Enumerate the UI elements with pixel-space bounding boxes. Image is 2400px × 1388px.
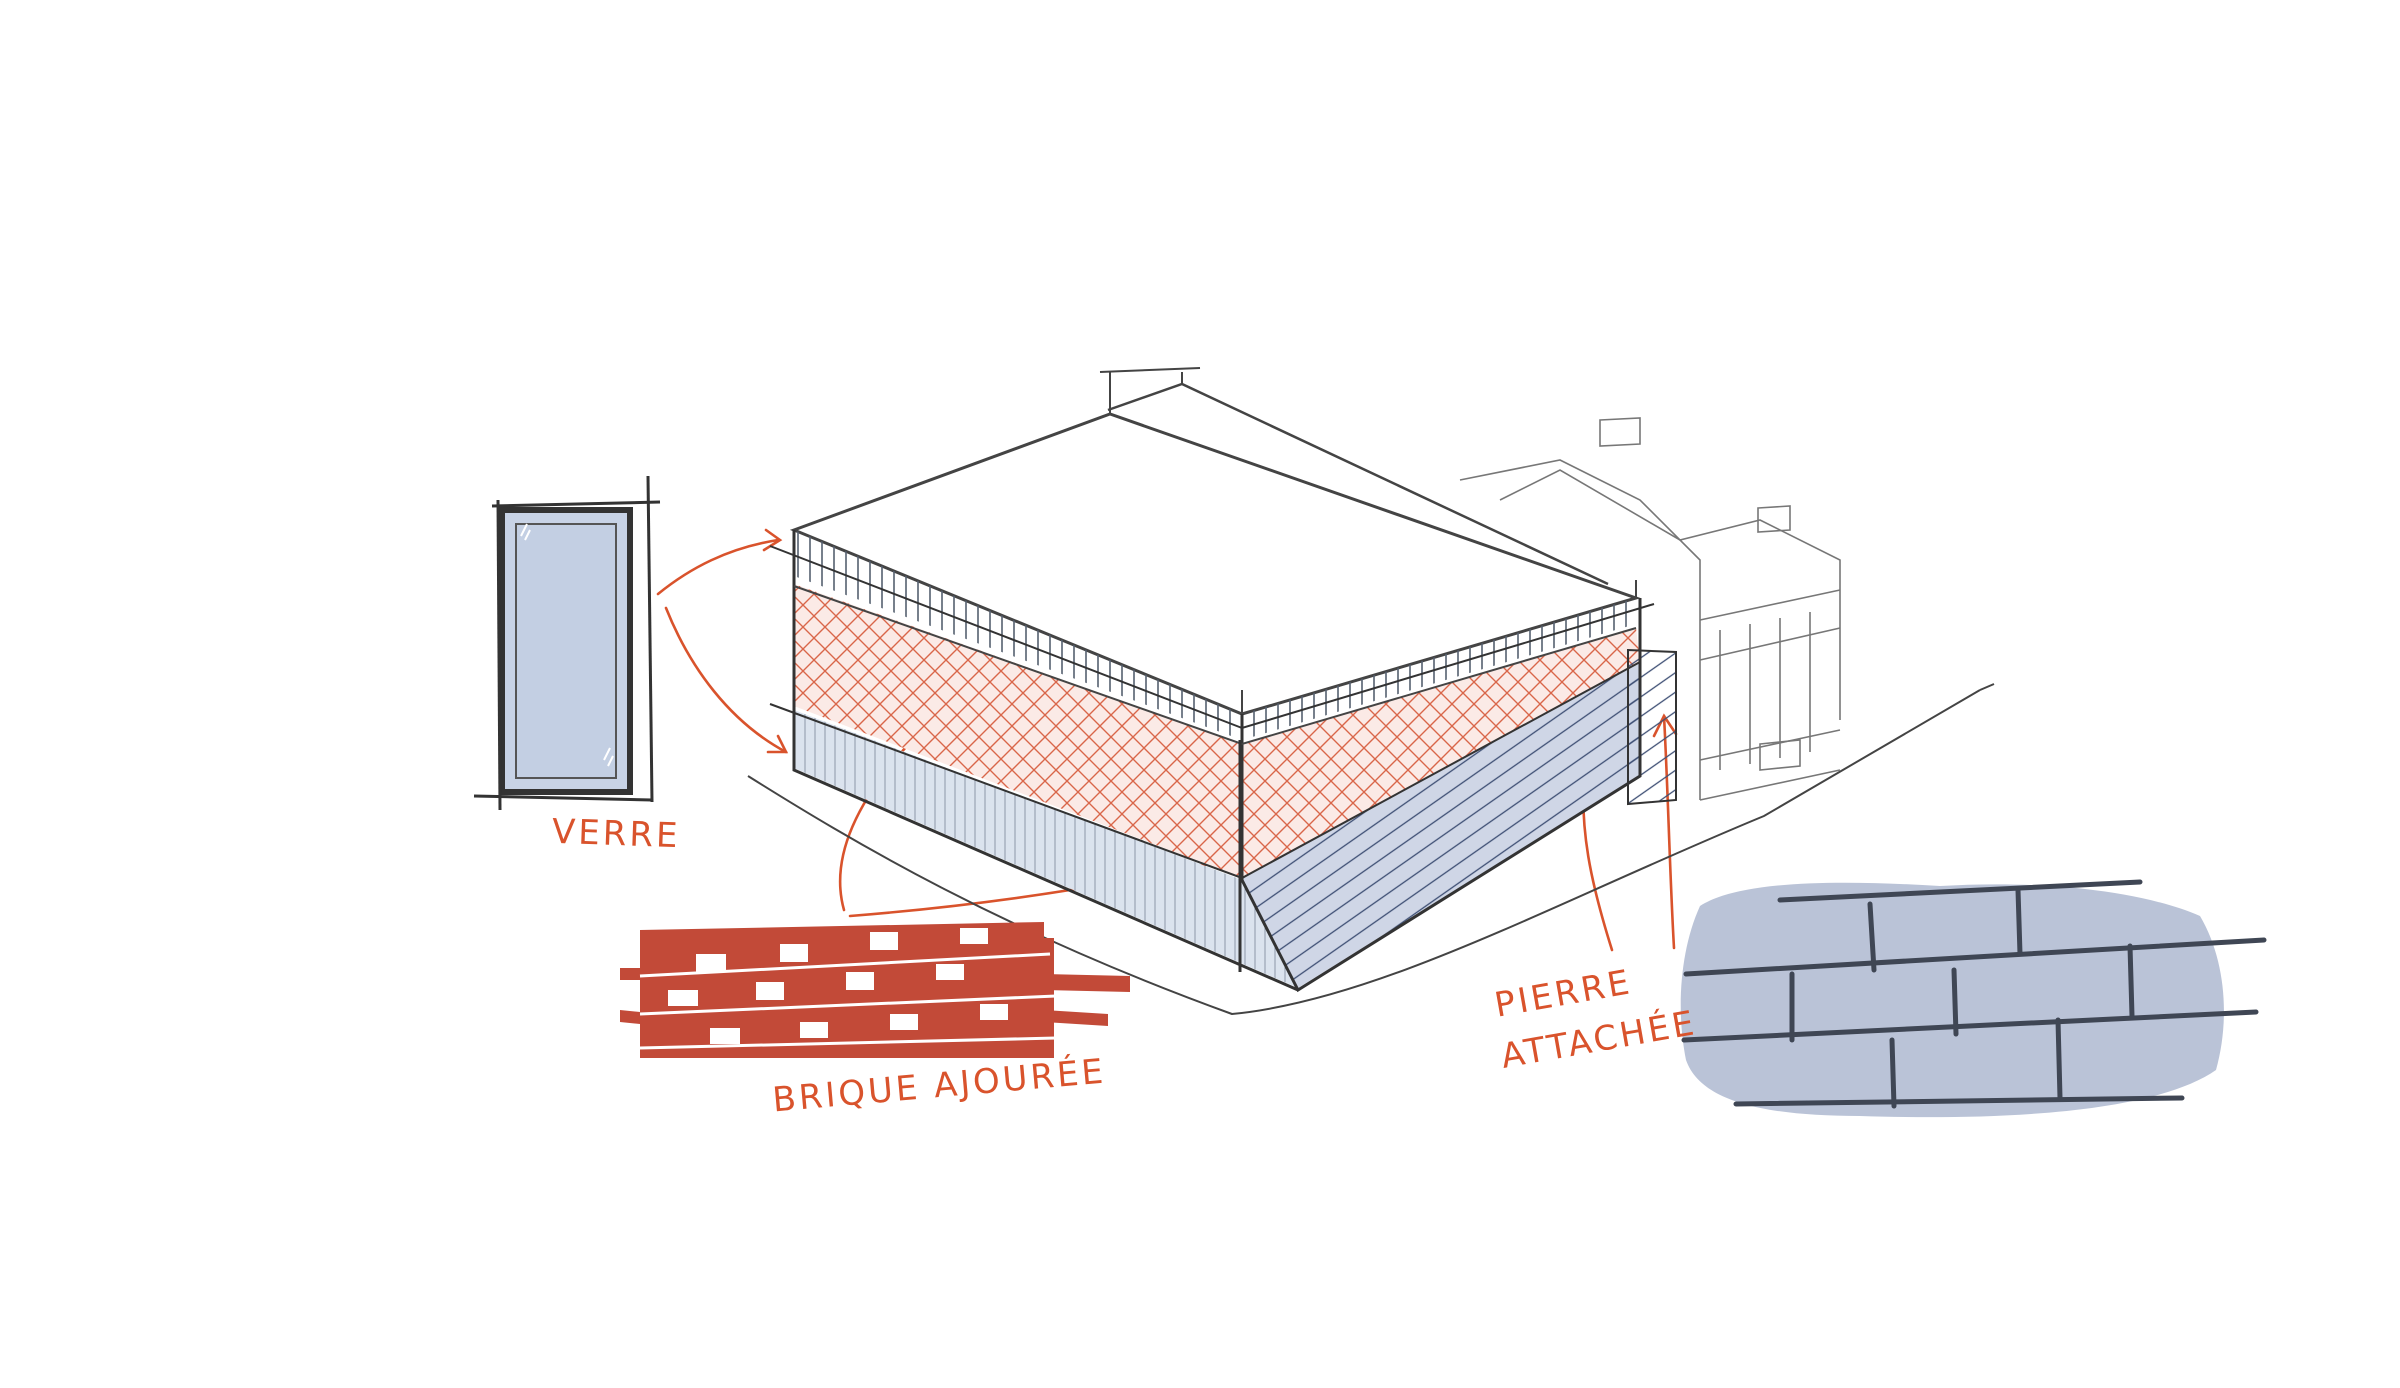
brick-sample [620, 922, 1130, 1058]
label-verre: VERRE [551, 811, 682, 857]
glass-sample [473, 475, 661, 811]
stone-sample [1680, 879, 2267, 1118]
street-lines [747, 683, 1995, 1016]
neighbour-building [1459, 417, 1841, 801]
building-volume [769, 367, 1677, 993]
